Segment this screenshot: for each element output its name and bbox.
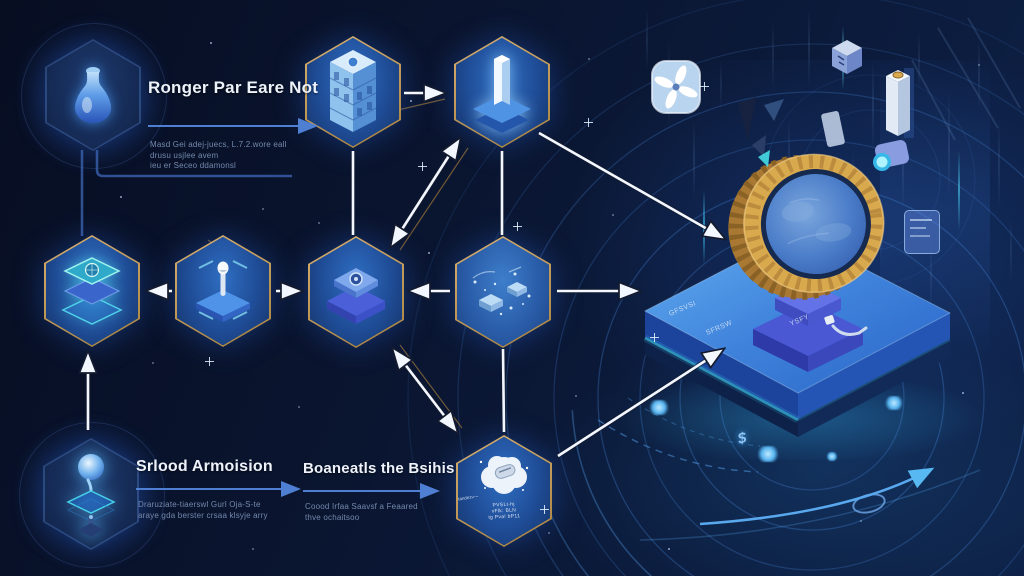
wire-circuit-powder: [500, 348, 507, 433]
star-dot: [860, 520, 862, 522]
node-tiered: [308, 236, 404, 348]
glow-chip-icon: [826, 452, 838, 461]
connector-wire: [95, 150, 292, 178]
star-dot: [152, 362, 154, 364]
rain-streak: [772, 20, 774, 90]
rain-streak: [978, 40, 980, 110]
cyan-edge-glow: [797, 339, 951, 421]
star-dot: [612, 214, 614, 216]
hex-halo-ring: [21, 23, 167, 169]
glow-chip-icon: [756, 446, 780, 462]
hook-lever-icon: [824, 315, 868, 336]
star-dot: [962, 392, 964, 394]
glow-chip-icon: [884, 396, 904, 410]
node-joystick: [175, 235, 271, 347]
diagonal-streaks: [911, 17, 1021, 141]
node-flask: [45, 39, 141, 151]
rain-streak: [958, 150, 960, 230]
node-layers: [44, 235, 140, 347]
sparkle-icon: [205, 357, 214, 366]
chip-cube-icon: [832, 40, 862, 74]
hex-halo-ring: [19, 422, 165, 568]
node-circuit: [455, 236, 551, 348]
star-dot: [548, 532, 550, 534]
glass-building-icon: [329, 50, 377, 132]
rain-streak: [720, 60, 722, 110]
star-dot: [668, 548, 670, 550]
platform-right-face: [798, 313, 950, 419]
flow-title-bottom-mid: Boaneatls the Bsihis: [303, 460, 455, 477]
powder-cube-icon: [479, 455, 529, 494]
rain-streak: [948, 90, 950, 200]
star-dot: [318, 222, 320, 224]
star-dot: [120, 196, 122, 198]
rain-streak: [872, 60, 874, 150]
circuit-fragments-icon: [472, 266, 531, 316]
dashed-arc: [597, 419, 759, 473]
star-dot: [588, 58, 590, 60]
rain-streak: [930, 240, 932, 310]
star-dot: [575, 395, 577, 397]
flow-title-top: Ronger Par Eare Not: [148, 78, 319, 97]
node-orb: [43, 438, 139, 550]
rain-streak: [808, 8, 810, 88]
sparkle-icon: [650, 333, 659, 342]
flow-subtext-bottom-mid: Coood Irfaa Saavsf a Feaared thve ochait…: [305, 502, 418, 522]
node-building: [305, 36, 401, 148]
shard-icons: [738, 97, 784, 167]
rain-streak: [1010, 220, 1012, 280]
star-dot: [298, 406, 300, 408]
arrow-powder-platform: [556, 350, 722, 458]
joystick-icon: [196, 260, 250, 322]
pillar-icon: [886, 68, 914, 138]
sparkle-icon: [418, 162, 427, 171]
projector-icon: [873, 140, 910, 171]
coin-platform-scene: GFSVSI SFRSW YSFY: [615, 153, 985, 460]
rain-streak: [693, 120, 695, 200]
glass-cube-icon: [904, 210, 940, 254]
trend-arrow-icon: [699, 467, 935, 526]
monolith-icon: [473, 55, 531, 133]
flow-title-bottom-left: Srlood Armoision: [136, 458, 273, 475]
sparkle-icon: [513, 222, 522, 231]
sparkle-icon: [700, 82, 709, 91]
rain-streak: [902, 130, 904, 210]
star-dot: [428, 252, 430, 254]
tiered-pedestal-icon: [327, 268, 385, 324]
star-dot: [410, 100, 412, 102]
stacked-layers-icon: [61, 257, 123, 325]
sparkle-icon: [540, 505, 549, 514]
rain-streak: [918, 30, 920, 90]
rain-streak: [646, 10, 648, 70]
node-monolith: [454, 36, 550, 148]
sparkle-icon: [584, 118, 593, 127]
node-powder: tandezv— PVSLt-hj vFlk: BLN tg Pva! bP11: [456, 435, 552, 547]
glow-chip-icon: [648, 400, 670, 415]
flow-subtext-top: Masd Gei adej-juecs, L.7.2.wore eall dru…: [150, 140, 287, 170]
platform-shadow-slab: [798, 337, 950, 437]
star-dot: [210, 42, 212, 44]
star-dot: [978, 64, 980, 66]
platform-shadow-slab: [645, 335, 798, 437]
flow-subtext-bottom-left: Draruziate-tiaerswl Gurl Oja-S-te araye …: [138, 500, 268, 520]
flask-icon: [75, 67, 111, 123]
arrow-monolith-tiered: [392, 140, 459, 245]
star-dot: [262, 208, 264, 210]
gold-coin-icon: [728, 153, 885, 300]
rain-streak: [998, 120, 1000, 210]
cyan-edge-glow: [644, 336, 799, 422]
arrow-tiered-powder: [394, 350, 456, 431]
glowing-orb-icon: [66, 454, 116, 537]
rain-streak: [788, 120, 790, 180]
star-dot: [252, 548, 254, 550]
arrow-monolith-platform: [537, 131, 723, 238]
